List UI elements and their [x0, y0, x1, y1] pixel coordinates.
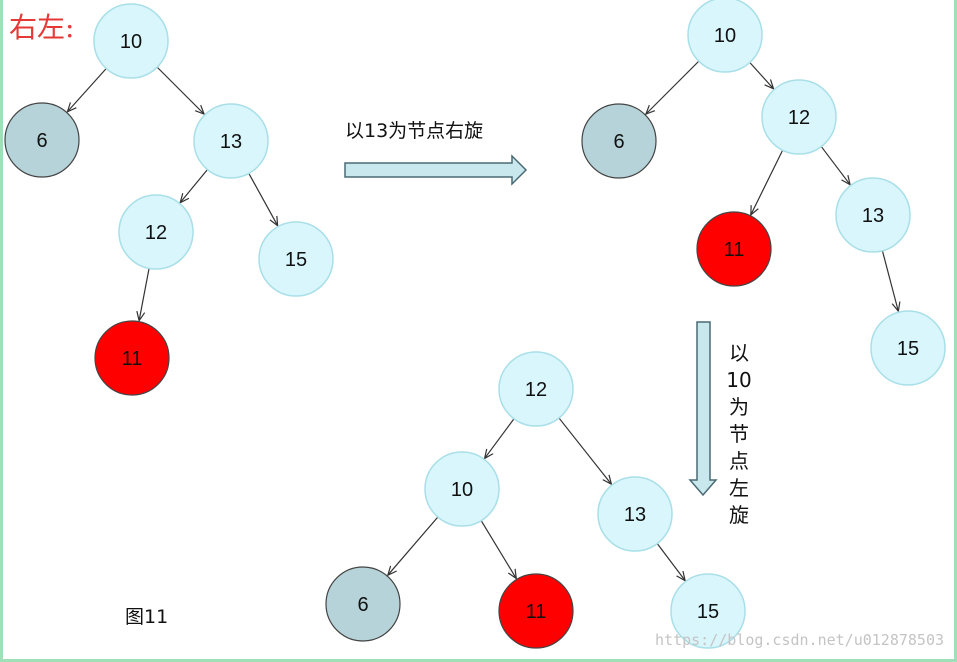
- left-rotate-label: 以 10 为 节 点 左 旋: [726, 340, 752, 529]
- node-circle: [4, 102, 80, 178]
- edge-n12-n13: [557, 416, 612, 484]
- edge-n12-n13: [819, 144, 850, 185]
- node-label: 12: [788, 107, 810, 129]
- tree-node-13: 13: [835, 177, 911, 253]
- left-rotate-char: 10: [726, 368, 752, 392]
- node-circle: [93, 3, 169, 79]
- tree-node-11: 11: [94, 320, 170, 396]
- node-label: 11: [122, 348, 143, 370]
- edge-n13-n12: [180, 167, 210, 203]
- tree-node-6: 6: [4, 102, 80, 178]
- node-label: 15: [697, 601, 719, 623]
- node-label: 10: [714, 25, 736, 47]
- left-rotate-char: 左: [729, 476, 749, 500]
- edges-layer: [67, 59, 898, 581]
- tree-node-12: 12: [761, 79, 837, 155]
- node-circle: [498, 351, 574, 427]
- tree-node-6: 6: [581, 103, 657, 179]
- down-arrow-shape: [688, 321, 718, 497]
- left-rotate-char: 节: [729, 422, 749, 446]
- node-circle: [94, 320, 170, 396]
- node-label: 13: [624, 504, 646, 526]
- node-label: 12: [145, 222, 167, 244]
- node-circle: [424, 451, 500, 527]
- tree-node-12: 12: [118, 194, 194, 270]
- edge-n10-n12: [748, 60, 773, 89]
- tree-node-13: 13: [193, 103, 269, 179]
- node-circle: [687, 0, 763, 73]
- node-circle: [870, 310, 946, 386]
- edge-n10-n13: [155, 65, 204, 114]
- watermark: https://blog.csdn.net/u012878503: [655, 631, 944, 649]
- node-label: 12: [525, 379, 547, 401]
- diagram-title: 右左:: [9, 11, 75, 44]
- tree-node-15: 15: [870, 310, 946, 386]
- tree-before: 10 6 13 12 15 11: [4, 3, 334, 396]
- edge-n10-n6: [388, 515, 440, 576]
- edge-n12-n11: [139, 266, 151, 320]
- tree-node-6: 6: [325, 566, 401, 642]
- node-label: 6: [357, 594, 368, 616]
- node-circle: [696, 211, 772, 287]
- node-circle: [670, 573, 746, 649]
- node-circle: [761, 79, 837, 155]
- node-label: 15: [897, 338, 919, 360]
- node-circle: [498, 573, 574, 649]
- right-rotate-label: 以13为节点右旋: [345, 120, 484, 142]
- node-circle: [193, 103, 269, 179]
- edge-n13-n15: [247, 171, 278, 226]
- tree-node-10: 10: [93, 3, 169, 79]
- node-label: 6: [613, 131, 624, 153]
- step-arrows: [344, 154, 718, 497]
- node-circle: [835, 177, 911, 253]
- left-rotate-char: 为: [729, 395, 749, 419]
- node-circle: [325, 566, 401, 642]
- node-label: 13: [862, 205, 884, 227]
- edge-n13-n15: [881, 248, 898, 311]
- node-label: 11: [724, 239, 745, 261]
- node-circle: [581, 103, 657, 179]
- node-label: 11: [526, 601, 547, 623]
- tree-node-11: 11: [696, 211, 772, 287]
- node-label: 10: [451, 479, 473, 501]
- edge-n10-n11: [479, 518, 516, 579]
- tree-node-15: 15: [670, 573, 746, 649]
- node-label: 6: [36, 130, 47, 152]
- tree-node-13: 13: [597, 476, 673, 552]
- edge-n10-n6: [646, 59, 701, 114]
- tree-node-15: 15: [258, 221, 334, 297]
- left-rotate-char: 以: [729, 341, 749, 365]
- node-circle: [258, 221, 334, 297]
- tree-node-12: 12: [498, 351, 574, 427]
- nodes-layer: 10 6 13 12 15 11 10 6 12 11 13 15 12 10 13 6 11 15: [4, 0, 946, 649]
- edge-n13-n15: [655, 541, 685, 581]
- node-label: 15: [285, 249, 307, 271]
- right-arrow-shape: [344, 154, 528, 186]
- left-rotate-char: 点: [729, 449, 749, 473]
- node-label: 13: [220, 131, 242, 153]
- rotation-diagram: 10 6 13 12 15 11 10 6 12 11 13 15 12 10 13 6 11 15: [4, 0, 946, 649]
- tree-after-right-rotate: 10 6 12 11 13 15: [581, 0, 946, 386]
- edge-n12-n10: [485, 416, 516, 458]
- tree-after-left-rotate: 12 10 13 6 11 15: [325, 351, 746, 649]
- edge-n10-n6: [67, 66, 109, 112]
- edge-n12-n11: [751, 148, 785, 215]
- node-label: 10: [120, 31, 142, 53]
- tree-node-11: 11: [498, 573, 574, 649]
- left-rotate-char: 旋: [729, 503, 749, 527]
- tree-node-10: 10: [687, 0, 763, 73]
- node-circle: [597, 476, 673, 552]
- tree-node-10: 10: [424, 451, 500, 527]
- figure-label: 图11: [125, 606, 169, 628]
- node-circle: [118, 194, 194, 270]
